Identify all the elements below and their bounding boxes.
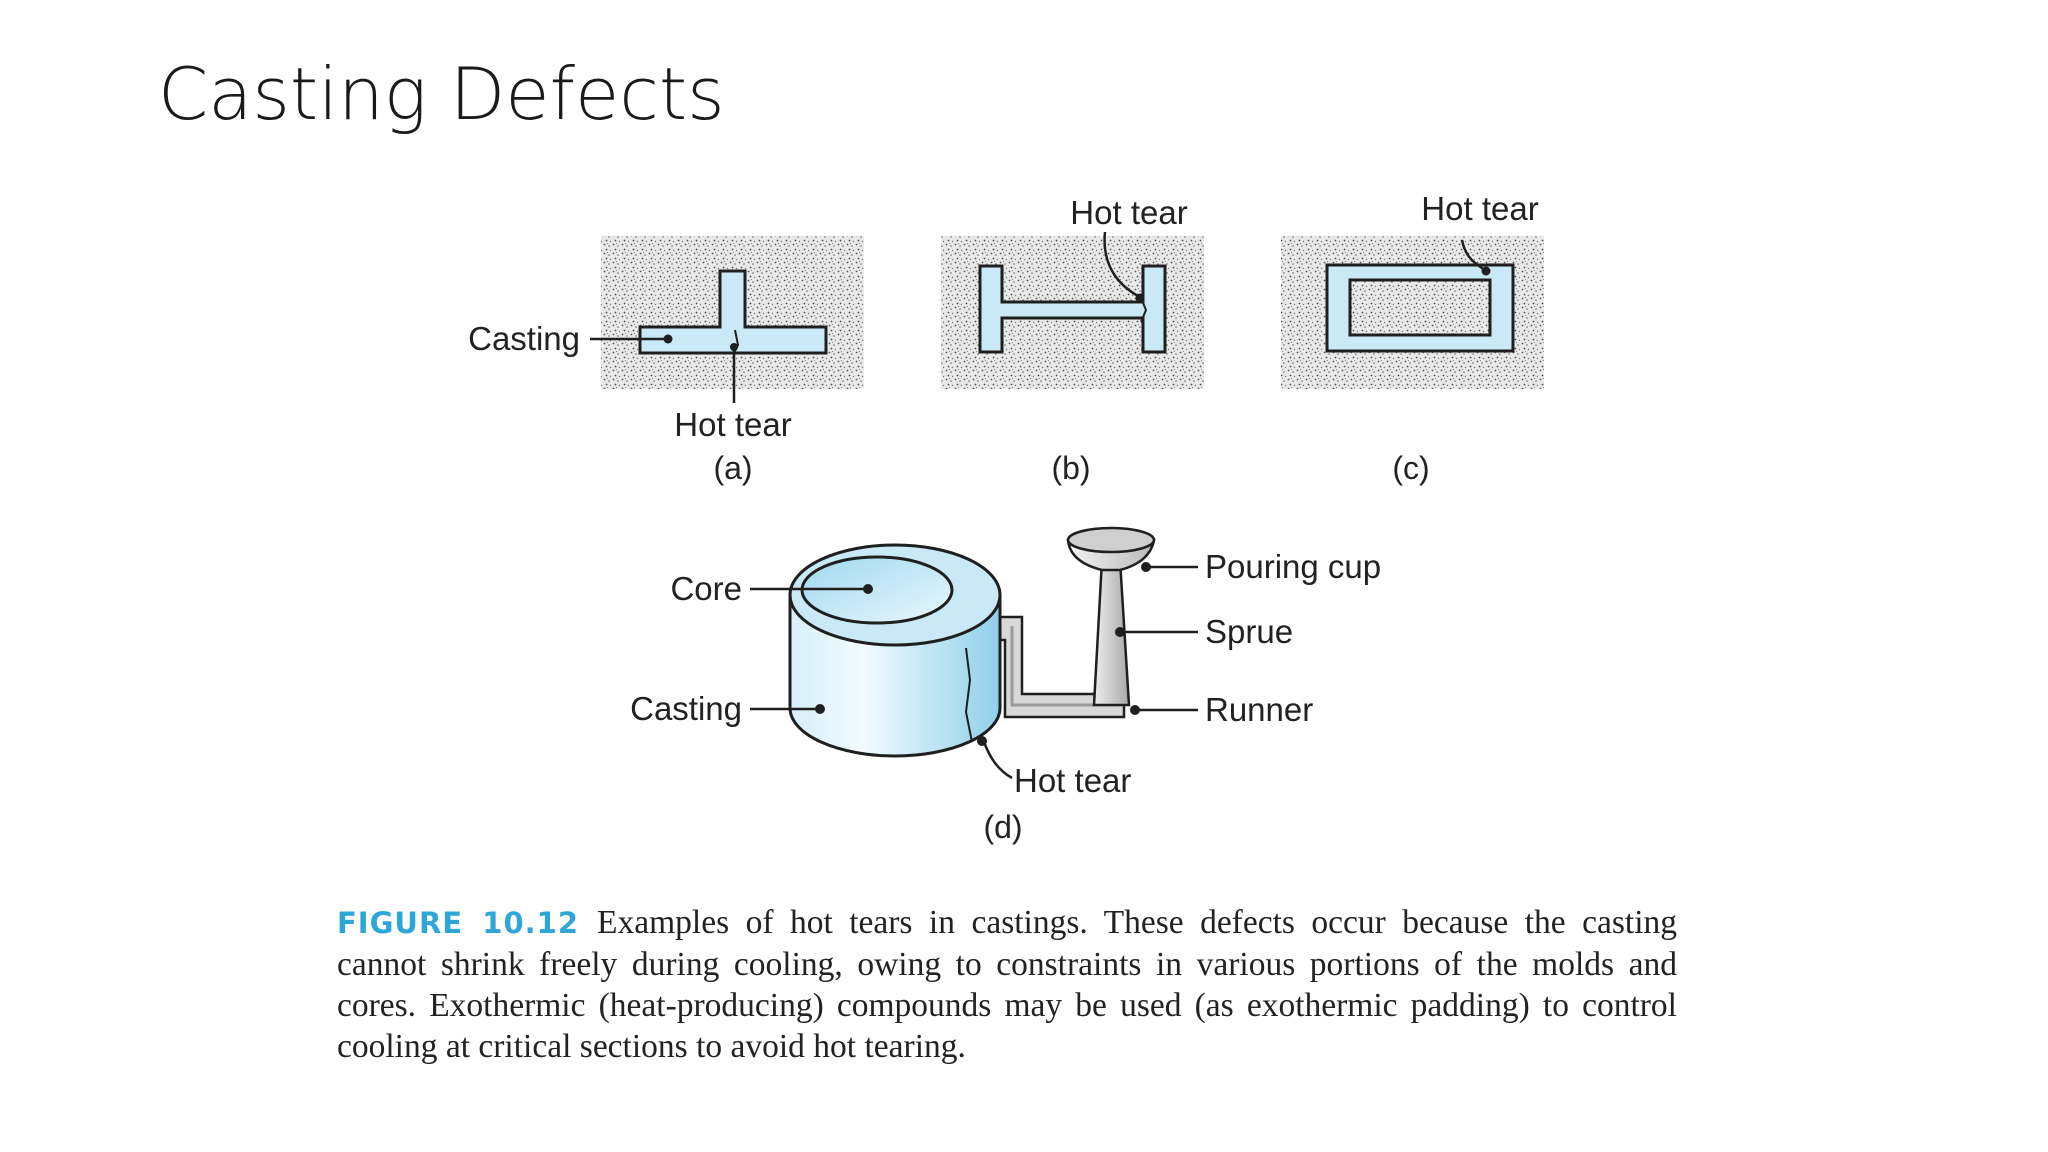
subfigure-b: Hot tear (b)	[941, 194, 1204, 486]
label-casting-a: Casting	[468, 320, 580, 357]
leader-dot-hot-tear-a	[730, 343, 738, 351]
subfigure-d: Core Casting Pouring cup Sprue Runner Ho…	[630, 526, 1381, 845]
leader-dot-hot-tear-c	[1481, 266, 1491, 276]
leader-line-hot-tear-c	[1460, 239, 1486, 272]
slide-title: Casting Defects	[158, 52, 725, 136]
leader-line-hot-tear-b	[1103, 231, 1139, 298]
label-hot-tear-a: Hot tear	[674, 406, 791, 443]
label-hot-tear-b: Hot tear	[1070, 194, 1187, 231]
frame-casting-shape	[1325, 263, 1515, 353]
subfigure-c: Hot tear (c)	[1281, 190, 1544, 486]
label-runner: Runner	[1205, 691, 1313, 728]
i-beam-casting-shape	[978, 264, 1167, 354]
subfigure-label-c: (c)	[1392, 450, 1429, 486]
leader-line-hot-tear-d	[982, 741, 1013, 780]
hot-tear-crack-d	[964, 647, 973, 743]
subfigure-label-b: (b)	[1051, 450, 1090, 486]
leader-dot-casting-a	[663, 334, 673, 344]
label-hot-tear-c: Hot tear	[1421, 190, 1538, 227]
figure-caption-text: Examples of hot tears in castings. These…	[337, 904, 1678, 1065]
label-pouring-cup: Pouring cup	[1205, 548, 1381, 585]
label-core: Core	[670, 570, 742, 607]
figure-caption-label: FIGURE 10.12	[337, 906, 580, 940]
label-casting-d: Casting	[630, 690, 742, 727]
hot-tear-crack-b	[1140, 297, 1148, 323]
label-hot-tear-d: Hot tear	[1014, 762, 1131, 799]
leader-dot-hot-tear-b	[1135, 293, 1145, 303]
t-casting-shape	[638, 269, 828, 355]
subfigure-label-a: (a)	[713, 450, 752, 486]
label-sprue: Sprue	[1205, 613, 1293, 650]
subfigure-a: Casting Hot tear (a)	[468, 236, 864, 486]
subfigure-label-d: (d)	[983, 809, 1022, 845]
